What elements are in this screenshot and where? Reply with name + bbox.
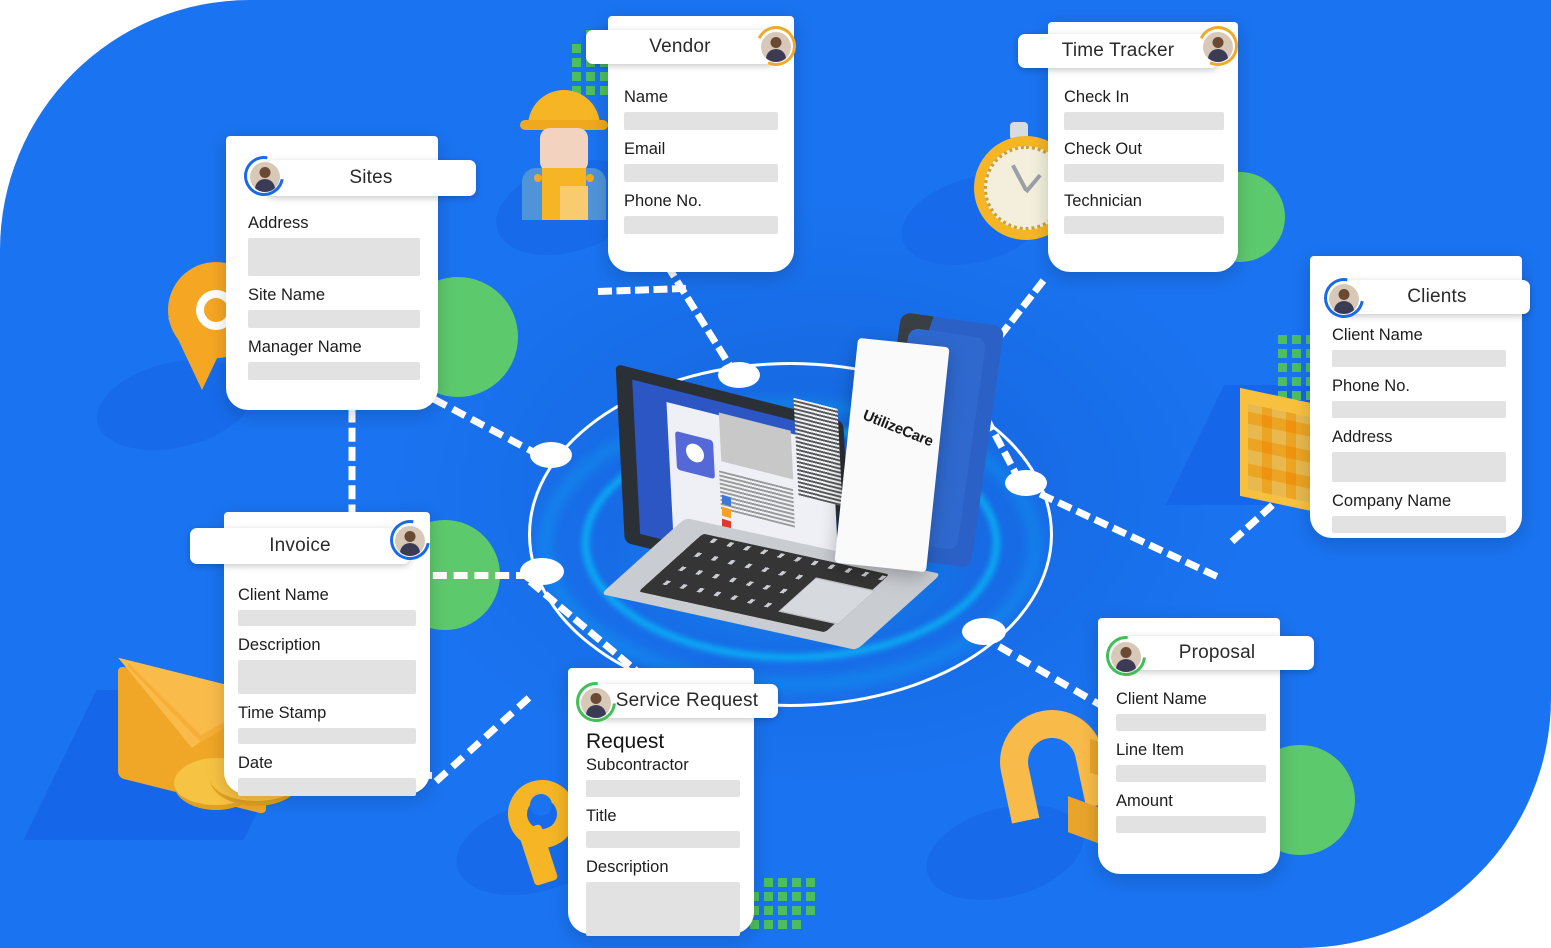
card-time-tracker[interactable]: Time Tracker Check In Check Out Technici… (1018, 20, 1244, 272)
orbit-node-right-lower[interactable] (962, 618, 1006, 645)
card-sites[interactable]: Sites Address Site Name Manager Name (226, 136, 476, 410)
field-label-phone-no: Phone No. (1332, 377, 1410, 395)
orbit-node-top-left[interactable] (718, 362, 760, 388)
field-label-phone: Phone No. (624, 192, 702, 210)
section-heading-request: Request (586, 730, 665, 753)
card-proposal[interactable]: Proposal Client Name Line Item Amount (1097, 618, 1314, 874)
field-input-amount[interactable] (1116, 816, 1266, 833)
field-input-sr-description[interactable] (586, 882, 740, 936)
field-label-site-name: Site Name (248, 286, 326, 304)
field-input-date[interactable] (238, 778, 416, 796)
avatar-vendor (761, 32, 791, 62)
connector-sites-vertical (348, 408, 356, 519)
field-input-prop-client-name[interactable] (1116, 714, 1266, 731)
hub-orbit-ring (528, 362, 1053, 707)
card-vendor[interactable]: Vendor Name Email Phone No. (586, 16, 802, 272)
card-title-vendor[interactable]: Vendor (586, 30, 774, 64)
card-title-proposal[interactable]: Proposal (1120, 636, 1314, 670)
avatar-sites (250, 162, 280, 192)
field-label-name: Name (624, 88, 669, 106)
field-label-email: Email (624, 140, 666, 158)
field-label-time-stamp: Time Stamp (238, 704, 327, 722)
avatar-proposal (1111, 642, 1141, 672)
field-input-address[interactable] (248, 238, 420, 276)
field-label-inv-client-name: Client Name (238, 586, 329, 604)
card-service-request[interactable]: Service Request Request Subcontractor Ti… (567, 668, 778, 936)
card-title-sites[interactable]: Sites (266, 160, 476, 196)
field-label-manager-name: Manager Name (248, 338, 362, 356)
field-input-line-item[interactable] (1116, 765, 1266, 782)
field-input-inv-description[interactable] (238, 660, 416, 694)
field-input-subcontractor[interactable] (586, 780, 740, 797)
field-label-amount: Amount (1116, 792, 1173, 810)
field-input-time-stamp[interactable] (238, 728, 416, 744)
card-invoice[interactable]: Invoice Client Name Description Time Sta… (190, 512, 438, 796)
orbit-node-left-lower[interactable] (520, 558, 564, 585)
field-input-check-in[interactable] (1064, 112, 1224, 130)
orbit-node-right-upper[interactable] (1005, 470, 1047, 496)
field-label-address: Address (248, 214, 309, 232)
card-title-clients[interactable]: Clients (1344, 280, 1530, 314)
field-input-address2[interactable] (1332, 452, 1506, 482)
field-label-subcontractor: Subcontractor (586, 756, 689, 774)
field-label-address2: Address (1332, 428, 1393, 446)
field-input-title[interactable] (586, 831, 740, 848)
avatar-clients (1329, 284, 1359, 314)
field-input-technician[interactable] (1064, 216, 1224, 234)
field-input-manager-name[interactable] (248, 362, 420, 380)
orbit-node-left-upper[interactable] (530, 442, 572, 468)
field-input-phone-no[interactable] (1332, 401, 1506, 418)
card-title-time-tracker[interactable]: Time Tracker (1018, 34, 1218, 68)
field-input-phone[interactable] (624, 216, 778, 234)
field-label-check-in: Check In (1064, 88, 1130, 106)
field-label-technician: Technician (1064, 192, 1142, 210)
avatar-invoice (395, 526, 425, 556)
field-input-check-out[interactable] (1064, 164, 1224, 182)
field-label-line-item: Line Item (1116, 741, 1184, 759)
field-label-date: Date (238, 754, 273, 772)
field-input-email[interactable] (624, 164, 778, 182)
card-title-service-request[interactable]: Service Request (596, 684, 778, 718)
card-clients[interactable]: Clients Client Name Phone No. Address Co… (1310, 256, 1530, 538)
field-input-site-name[interactable] (248, 310, 420, 328)
field-input-company-name[interactable] (1332, 516, 1506, 533)
field-label-sr-description: Description (586, 858, 669, 876)
field-label-title: Title (586, 807, 617, 825)
field-label-check-out: Check Out (1064, 140, 1142, 158)
field-input-client-name[interactable] (1332, 350, 1506, 367)
construction-worker-icon (508, 90, 618, 220)
card-title-invoice[interactable]: Invoice (190, 528, 410, 564)
field-input-inv-client-name[interactable] (238, 610, 416, 626)
avatar-time-tracker (1203, 32, 1233, 62)
field-label-prop-client-name: Client Name (1116, 690, 1207, 708)
field-label-inv-description: Description (238, 636, 321, 654)
wrench-icon (499, 771, 610, 888)
field-label-client-name: Client Name (1332, 326, 1423, 344)
avatar-service-request (581, 688, 611, 718)
field-input-name[interactable] (624, 112, 778, 130)
field-label-company-name: Company Name (1332, 492, 1452, 510)
